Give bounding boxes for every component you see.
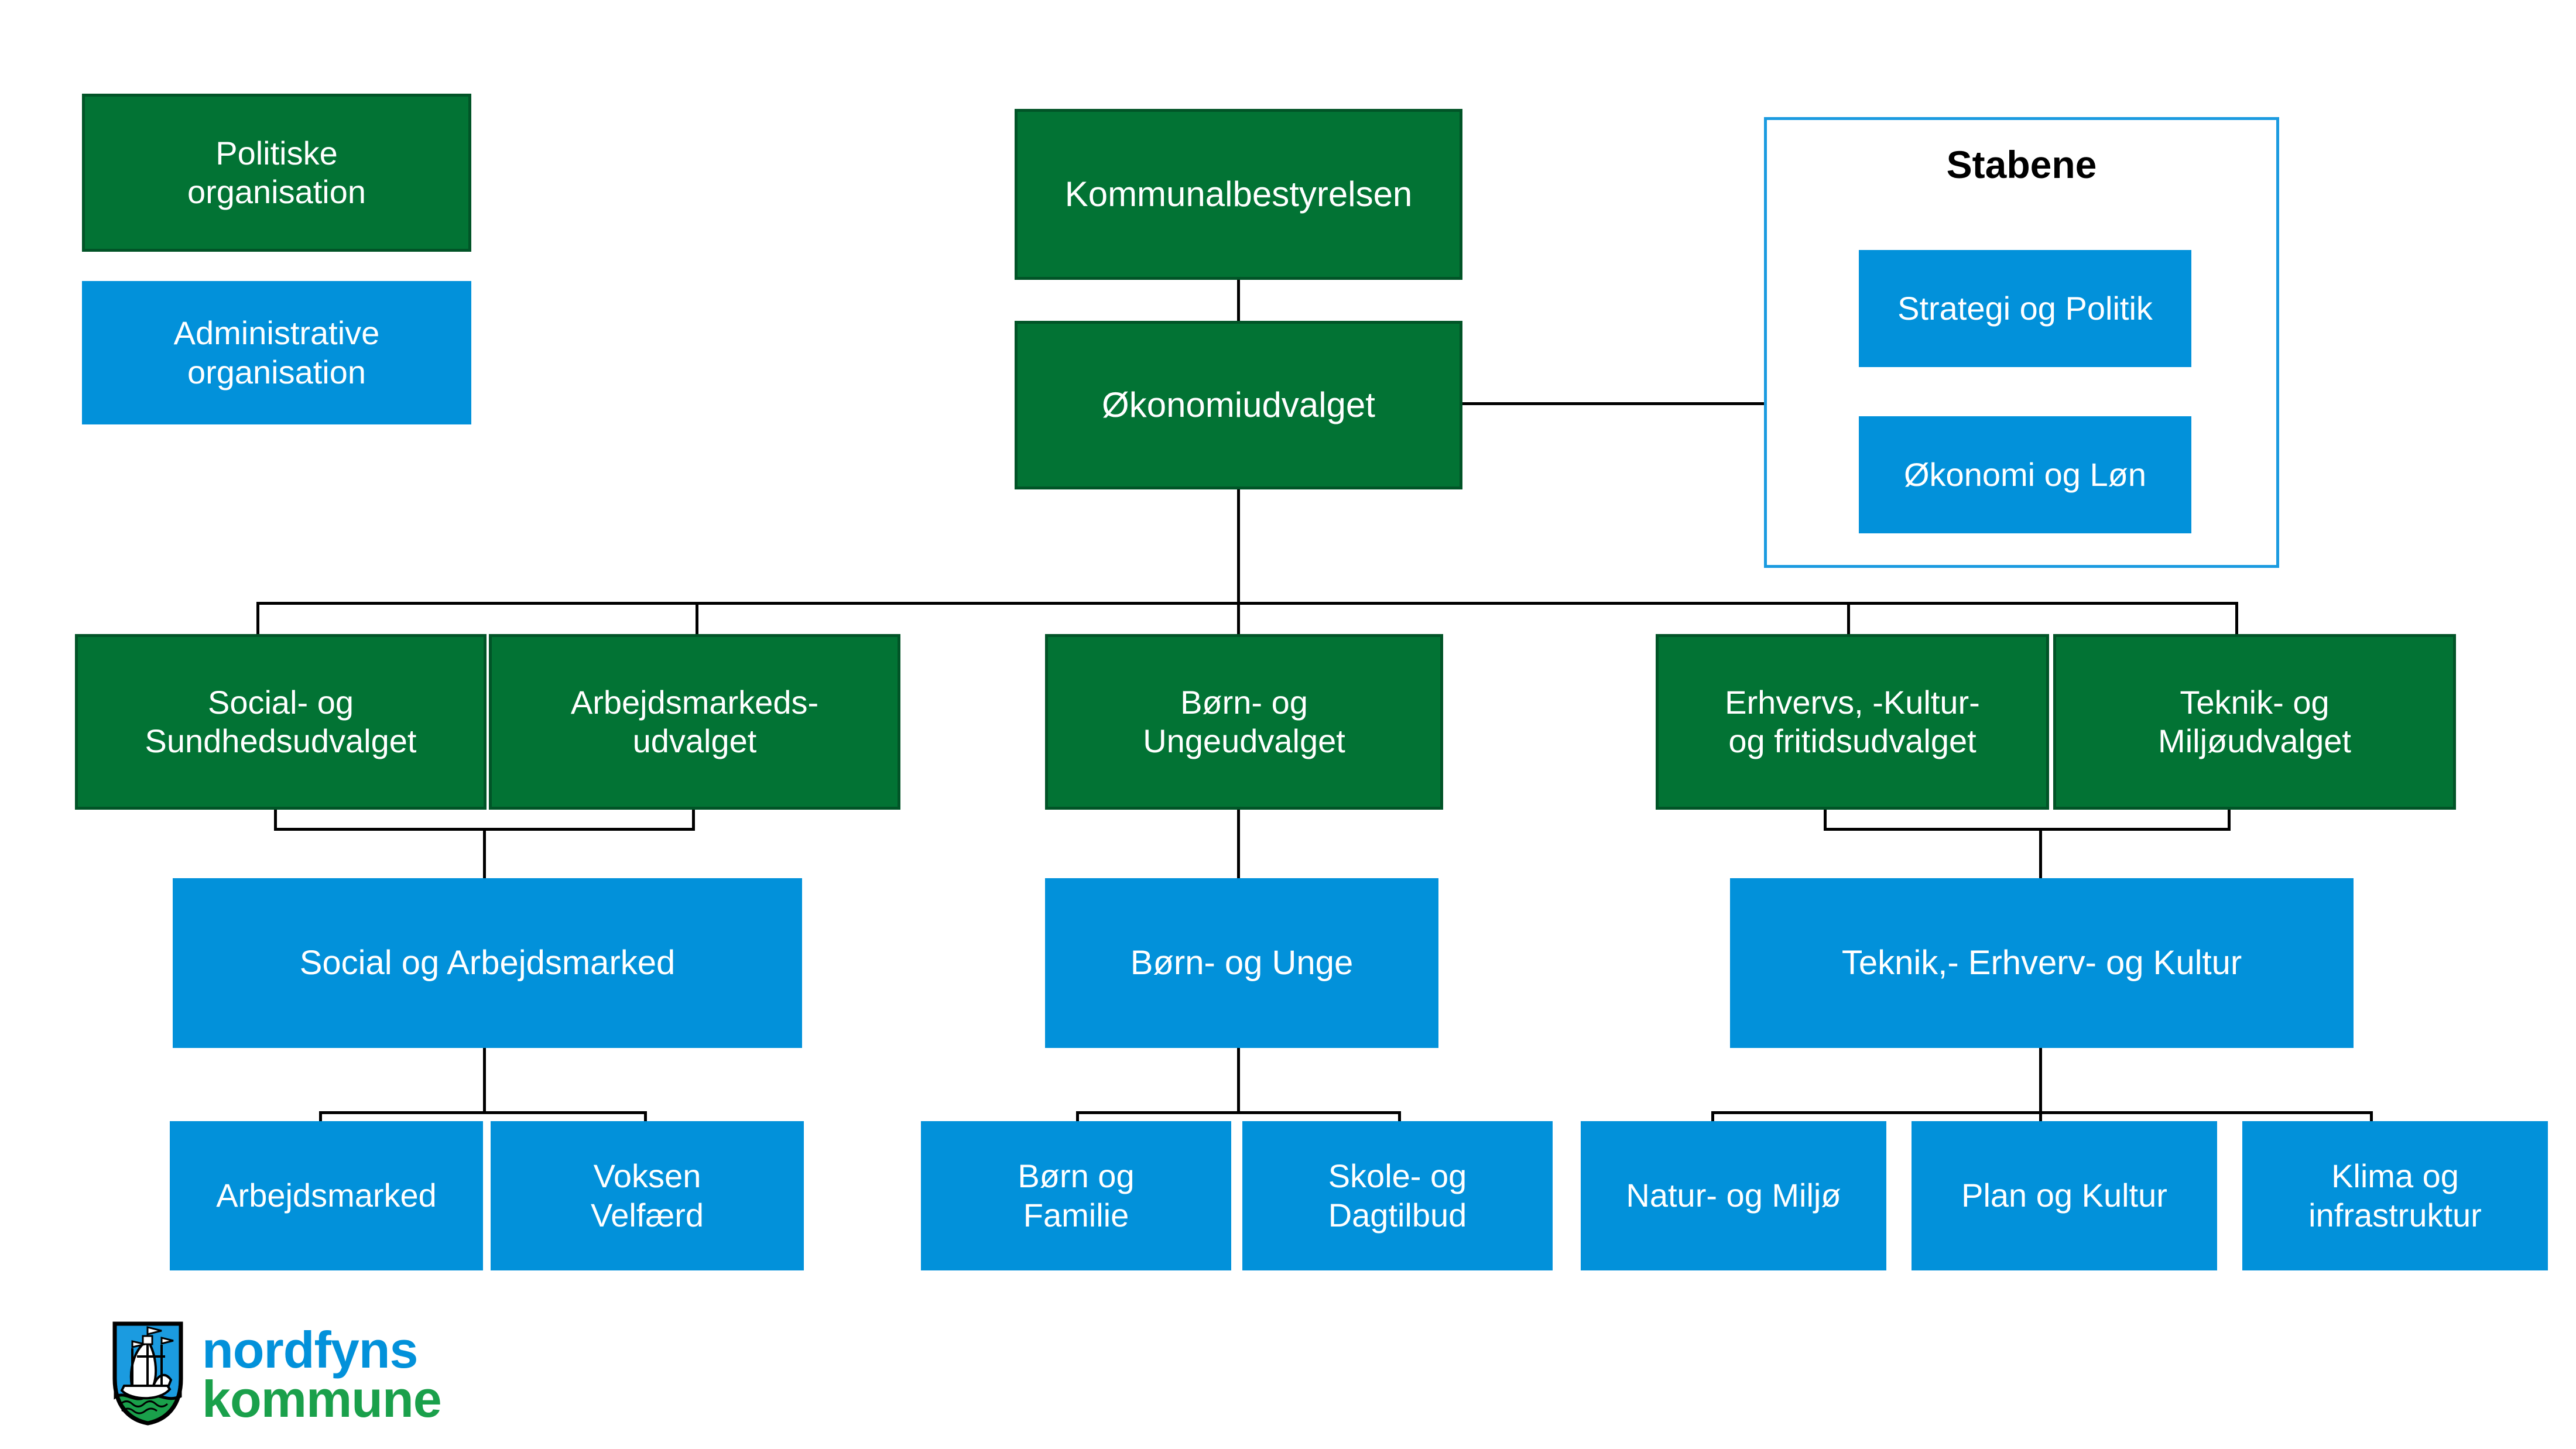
connector-teknik-down xyxy=(2228,810,2231,831)
node-social-og-arbejdsmarked[interactable]: Social og Arbejdsmarked xyxy=(173,878,802,1048)
connector-born-unge-dir-down xyxy=(1237,1048,1240,1114)
node-klima-og-infrastruktur-label: Klima og infrastruktur xyxy=(2308,1157,2482,1234)
node-teknik-og-miljoudvalget-label: Teknik- og Miljøudvalget xyxy=(2158,683,2351,759)
connector-finance-to-stabene xyxy=(1462,402,1764,405)
node-voksen-velfaerd[interactable]: Voksen Velfærd xyxy=(491,1121,804,1270)
node-okonomiudvalget-label: Økonomiudvalget xyxy=(1102,385,1375,424)
node-klima-og-infrastruktur[interactable]: Klima og infrastruktur xyxy=(2242,1121,2548,1270)
connector-social-arb-down xyxy=(483,1048,486,1114)
node-teknik-erhverv-og-kultur-label: Teknik,- Erhverv- og Kultur xyxy=(1841,943,2242,982)
connector-council-to-finance xyxy=(1237,280,1240,328)
connector-center-dept-bus xyxy=(1076,1111,1401,1114)
node-kommunalbestyrelsen[interactable]: Kommunalbestyrelsen xyxy=(1015,109,1462,280)
connector-committee-bus xyxy=(256,602,2238,605)
connector-bus-to-social xyxy=(256,602,259,659)
connector-left-dept-bus xyxy=(319,1111,647,1114)
node-born-og-ungeudvalget[interactable]: Børn- og Ungeudvalget xyxy=(1045,634,1443,810)
stabene-panel: Stabene Strategi og Politik Økonomi og L… xyxy=(1764,117,2279,568)
node-arbejdsmarked-label: Arbejdsmarked xyxy=(216,1177,437,1214)
node-plan-og-kultur-label: Plan og Kultur xyxy=(1961,1177,2167,1214)
node-born-og-unge[interactable]: Børn- og Unge xyxy=(1045,878,1438,1048)
logo-kommune-text: kommune xyxy=(202,1369,442,1428)
node-okonomi-og-lon-label: Økonomi og Løn xyxy=(1904,455,2146,493)
node-skole-og-dagtilbud[interactable]: Skole- og Dagtilbud xyxy=(1242,1121,1553,1270)
node-social-og-arbejdsmarked-label: Social og Arbejdsmarked xyxy=(299,943,676,982)
node-voksen-velfaerd-label: Voksen Velfærd xyxy=(591,1157,704,1234)
node-okonomi-og-lon[interactable]: Økonomi og Løn xyxy=(1859,416,2191,533)
connector-bus-to-teknik xyxy=(2235,602,2238,659)
node-strategi-og-politik-label: Strategi og Politik xyxy=(1897,289,2153,327)
coat-of-arms-shield-icon xyxy=(111,1320,184,1429)
node-strategi-og-politik[interactable]: Strategi og Politik xyxy=(1859,250,2191,367)
node-social-og-sundhedsudvalget[interactable]: Social- og Sundhedsudvalget xyxy=(75,634,487,810)
connector-right-dept-bus xyxy=(1711,1111,2373,1114)
node-teknik-erhverv-og-kultur[interactable]: Teknik,- Erhverv- og Kultur xyxy=(1730,878,2354,1048)
legend-political-organisation: Politiske organisation xyxy=(82,94,471,252)
connector-bus-to-arbejdsmarked xyxy=(696,602,698,659)
node-okonomiudvalget[interactable]: Økonomiudvalget xyxy=(1015,321,1462,489)
legend-administrative-label: Administrative organisation xyxy=(173,314,380,390)
connector-erhverv-down xyxy=(1824,810,1827,831)
node-natur-og-miljo[interactable]: Natur- og Miljø xyxy=(1581,1121,1886,1270)
connector-teknik-dir-down xyxy=(2039,1048,2042,1114)
node-social-og-sundhedsudvalget-label: Social- og Sundhedsudvalget xyxy=(145,683,417,759)
connector-finance-down xyxy=(1237,489,1240,604)
node-erhvervs-kultur-fritidsudvalget-label: Erhvervs, -Kultur- og fritidsudvalget xyxy=(1725,683,1980,759)
node-born-og-unge-label: Børn- og Unge xyxy=(1130,943,1354,982)
connector-bus-to-erhverv xyxy=(1847,602,1850,659)
connector-right-merge-bus xyxy=(1824,828,2231,831)
node-natur-og-miljo-label: Natur- og Miljø xyxy=(1626,1177,1841,1214)
connector-bus-to-born-unge xyxy=(1237,602,1240,659)
logo-wordmark: nordfyns kommune xyxy=(202,1320,442,1428)
legend-political-label: Politiske organisation xyxy=(187,134,366,210)
nordfyns-kommune-logo: nordfyns kommune xyxy=(111,1320,442,1429)
node-arbejdsmarkedsudvalget[interactable]: Arbejdsmarkeds- udvalget xyxy=(489,634,900,810)
node-born-og-familie-label: Børn og Familie xyxy=(1018,1157,1135,1234)
node-born-og-familie[interactable]: Børn og Familie xyxy=(921,1121,1231,1270)
node-arbejdsmarkedsudvalget-label: Arbejdsmarkeds- udvalget xyxy=(570,683,819,759)
node-erhvervs-kultur-fritidsudvalget[interactable]: Erhvervs, -Kultur- og fritidsudvalget xyxy=(1656,634,2049,810)
node-arbejdsmarked[interactable]: Arbejdsmarked xyxy=(170,1121,483,1270)
connector-born-unge-to-directorate xyxy=(1237,810,1240,894)
node-born-og-ungeudvalget-label: Børn- og Ungeudvalget xyxy=(1143,683,1345,759)
connector-social-down xyxy=(274,810,277,831)
node-kommunalbestyrelsen-label: Kommunalbestyrelsen xyxy=(1064,174,1413,214)
node-skole-og-dagtilbud-label: Skole- og Dagtilbud xyxy=(1328,1157,1467,1234)
connector-left-merge-to-directorate xyxy=(483,828,486,894)
legend-administrative-organisation: Administrative organisation xyxy=(82,281,471,424)
node-teknik-og-miljoudvalget[interactable]: Teknik- og Miljøudvalget xyxy=(2053,634,2456,810)
connector-right-merge-to-directorate xyxy=(2039,828,2042,894)
logo-nordfyns-text: nordfyns xyxy=(202,1320,418,1379)
node-plan-og-kultur[interactable]: Plan og Kultur xyxy=(1912,1121,2217,1270)
connector-arbejdsmarked-down xyxy=(692,810,695,831)
stabene-title: Stabene xyxy=(1946,143,2097,186)
